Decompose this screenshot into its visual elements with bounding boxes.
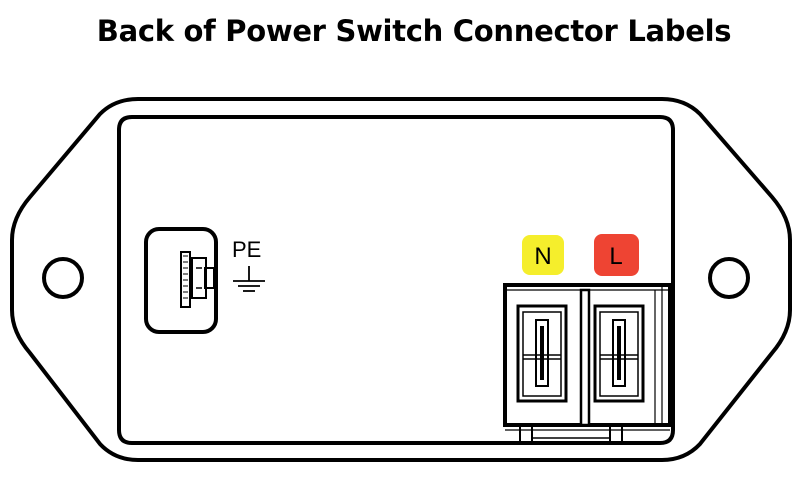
ground-symbol-icon: [233, 266, 265, 292]
line-neutral-terminal-block: [503, 283, 672, 443]
neutral-badge: [522, 235, 564, 275]
neutral-label: N: [534, 243, 551, 270]
line-terminal-slot: [593, 304, 645, 403]
pe-label: PE: [232, 237, 261, 262]
line-badge: [594, 234, 639, 276]
mounting-hole-right: [708, 257, 750, 299]
pe-terminal: [144, 227, 218, 334]
mounting-hole-left: [42, 257, 84, 299]
page-title: Back of Power Switch Connector Labels: [96, 14, 732, 48]
line-label: L: [609, 243, 622, 270]
neutral-terminal-slot: [516, 304, 568, 403]
